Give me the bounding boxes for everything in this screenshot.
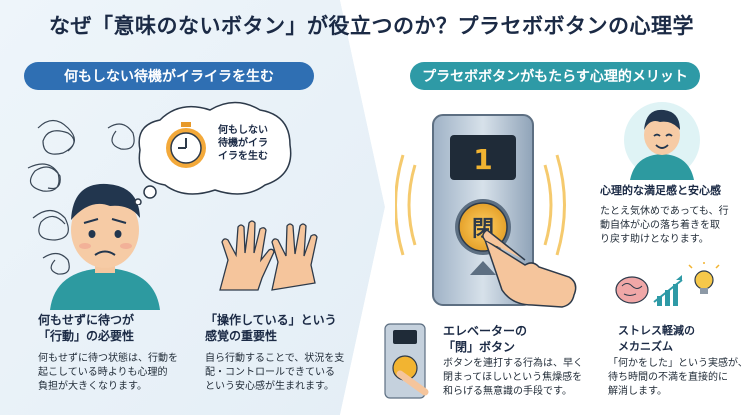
small-elevator-button-icon bbox=[384, 323, 429, 399]
right-section-2-body: ボタンを連打する行為は、早く 閉まってほしいという焦燥感を 和らげる無意識の手段… bbox=[443, 358, 583, 397]
left-section-1-heading: 何もせずに待つが 「行動」の必要性 bbox=[38, 313, 135, 343]
right-section-3-heading: ストレス軽減の メカニズム bbox=[618, 324, 695, 353]
right-section-1-heading: 心理的な満足感と安心感 bbox=[600, 184, 721, 197]
stress-scribble-icon bbox=[27, 119, 135, 275]
bubble-text: 何もしない 待機がイラ イラを生む bbox=[218, 125, 268, 162]
thought-bubble bbox=[134, 101, 292, 205]
clock-icon bbox=[166, 122, 206, 168]
page-title: なぜ「意味のないボタン」が役立つのか？プラセボボタンの心理学 bbox=[49, 14, 694, 38]
lightbulb-icon bbox=[688, 262, 720, 294]
brain-icon bbox=[615, 276, 649, 304]
left-section-1-body: 何もせずに待つ状態は、行動を 起こしている時よりも心理的 負担が大きくなります。 bbox=[38, 353, 178, 392]
elevator-panel-icon: 1 閉 bbox=[395, 114, 566, 306]
right-section-1-body: たとえ気休めであっても、行 動自体が心の落ち着きを取 り戻す助けとなります。 bbox=[600, 206, 729, 245]
growth-bars-icon bbox=[657, 284, 678, 306]
hands-icon bbox=[219, 220, 318, 291]
worried-person-icon bbox=[50, 183, 160, 310]
stress-mechanism-illustration bbox=[615, 262, 720, 306]
left-section-header: 何もしない待機がイライラを生む bbox=[24, 62, 314, 90]
happy-person-icon bbox=[624, 102, 700, 180]
pointing-hand-icon bbox=[482, 229, 577, 308]
right-section-2-heading: エレベーターの 「閉」ボタン bbox=[443, 324, 528, 354]
left-section-2-body: 自ら行動することで、状況を支 配・コントロールできている という安心感が生まれま… bbox=[205, 353, 345, 392]
left-section-2-heading: 「操作している」という 感覚の重要性 bbox=[205, 313, 337, 343]
right-section-3-body: 「何かをした」という実感が、 待ち時間の不満を直接的に 解消します。 bbox=[608, 358, 743, 397]
elevator-display-number: 1 bbox=[473, 143, 492, 176]
right-section-header: プラセボボタンがもたらす心理的メリット bbox=[410, 62, 700, 90]
